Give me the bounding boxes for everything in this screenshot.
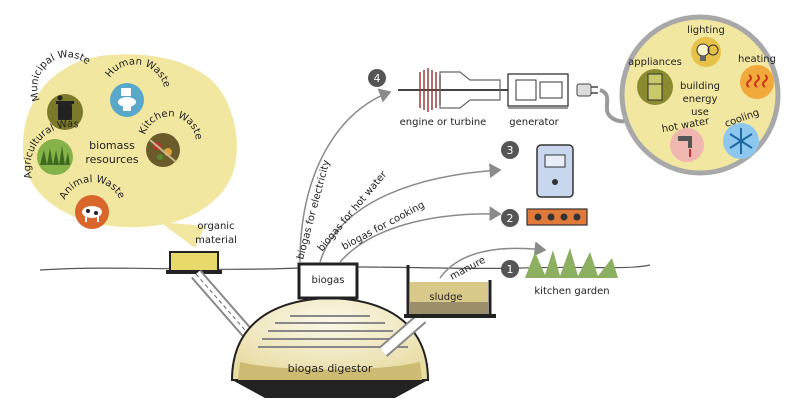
toilet-icon bbox=[110, 83, 144, 117]
heating-icon bbox=[740, 65, 774, 99]
grass-icon bbox=[37, 139, 73, 175]
svg-text:4: 4 bbox=[374, 72, 381, 85]
gas-dots bbox=[258, 315, 408, 348]
refrigerator-icon bbox=[637, 69, 673, 105]
cooktop-icon bbox=[526, 208, 588, 226]
biomass-resources-bubble: biomass resources Municipal Waste Human … bbox=[0, 0, 237, 248]
biogas-label: biogas bbox=[312, 275, 345, 286]
manure-arrow bbox=[439, 241, 547, 279]
sludge-tank: sludge bbox=[378, 265, 496, 357]
building-label: building bbox=[680, 81, 720, 92]
faucet-icon bbox=[670, 128, 704, 162]
step-badge-4: 4 bbox=[368, 69, 386, 87]
step-badge-3: 3 bbox=[501, 141, 519, 159]
building-energy-bubble: building energy use lighting appliances … bbox=[619, 14, 781, 176]
biogas-digester: biogas digestor biogas bbox=[230, 262, 430, 398]
hot-water-arrow bbox=[319, 163, 502, 263]
cooking-arrow bbox=[339, 206, 502, 263]
svg-text:1: 1 bbox=[507, 263, 514, 276]
engine-turbine-icon bbox=[398, 68, 510, 112]
resources-label: resources bbox=[85, 153, 139, 166]
kitchen-garden-label: kitchen garden bbox=[534, 286, 609, 297]
electricity-arrow bbox=[299, 88, 392, 263]
svg-text:3: 3 bbox=[507, 144, 514, 157]
food-scraps-icon bbox=[146, 133, 180, 167]
material-label: material bbox=[195, 235, 237, 246]
organic-label: organic bbox=[197, 221, 234, 232]
step-badge-1: 1 bbox=[501, 260, 519, 278]
sludge-label: sludge bbox=[429, 292, 462, 303]
use-label: use bbox=[691, 107, 709, 118]
plug-icon bbox=[576, 83, 598, 97]
energy-label: energy bbox=[683, 94, 718, 105]
generator-icon bbox=[507, 73, 569, 109]
step-badge-2: 2 bbox=[501, 209, 519, 227]
cow-icon bbox=[75, 195, 109, 229]
appliances-label: appliances bbox=[628, 57, 682, 68]
kitchen-garden-plant bbox=[525, 248, 618, 278]
digester-label: biogas digestor bbox=[288, 362, 373, 375]
lighting-label: lighting bbox=[687, 25, 725, 36]
water-heater-icon bbox=[536, 144, 574, 198]
svg-text:2: 2 bbox=[507, 212, 514, 225]
inlet-tank: organic material bbox=[166, 221, 263, 350]
generator-label: generator bbox=[509, 117, 559, 128]
trash-can-icon bbox=[47, 94, 83, 130]
heating-label: heating bbox=[738, 54, 776, 65]
engine-label: engine or turbine bbox=[400, 117, 487, 128]
light-bulb-icon bbox=[691, 37, 721, 67]
snowflake-icon bbox=[723, 123, 759, 159]
biomass-label: biomass bbox=[89, 139, 135, 152]
